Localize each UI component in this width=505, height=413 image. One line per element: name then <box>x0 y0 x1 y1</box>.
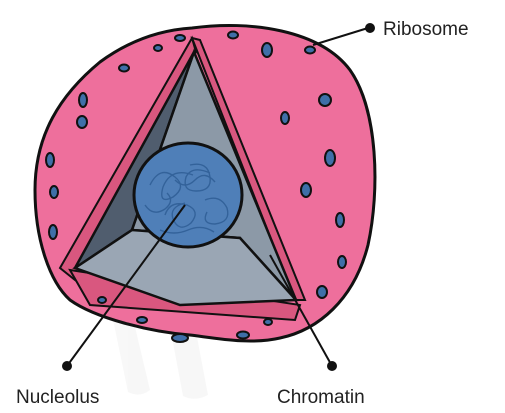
chromatin-dot <box>327 361 337 371</box>
nucleolus-dot <box>62 361 72 371</box>
ribosome-leader <box>313 28 368 45</box>
nucleolus <box>134 143 242 247</box>
ribosome-label: Ribosome <box>383 19 469 40</box>
chromatin-label: Chromatin <box>277 387 365 408</box>
nucleolus-label: Nucleolus <box>16 387 99 408</box>
ribosome-dot <box>365 23 375 33</box>
